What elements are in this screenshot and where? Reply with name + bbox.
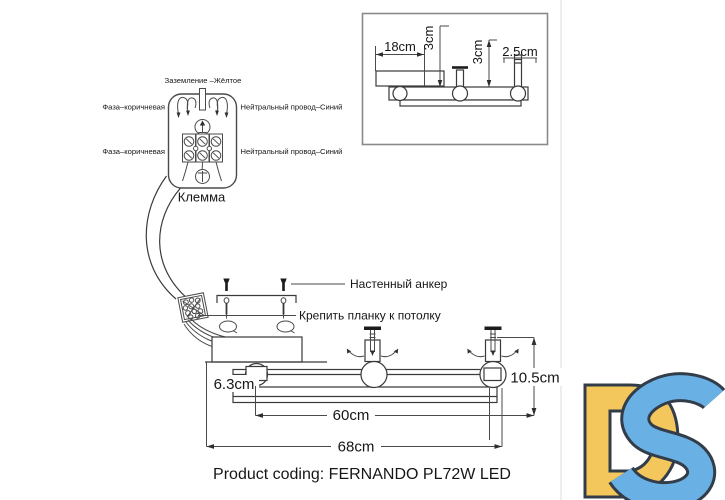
- detail-inset-box: 18cm 3cm 3cm 2.5cm: [361, 12, 549, 146]
- detail-side-view-drawing: [375, 54, 529, 107]
- phase-wire-label-bottom: Фаза–коричневая: [102, 147, 165, 156]
- mounting-screw-icon: [280, 297, 287, 319]
- supply-cable: [145, 175, 189, 300]
- dim-label-3cm-right: 3cm: [470, 40, 485, 65]
- detail-lamp-sphere: [392, 85, 408, 102]
- product-coding-text: Product coding: FERNANDO PL72W LED: [213, 466, 511, 483]
- brand-logo: [583, 372, 725, 500]
- detail-box-border: [361, 12, 549, 146]
- neutral-wires-icon: [208, 96, 229, 118]
- fixture-canopy: [211, 336, 303, 363]
- dimension-18cm: 18cm: [375, 39, 425, 86]
- dimension-2point5cm: 2.5cm: [502, 44, 538, 63]
- dim-label-3cm-left: 3cm: [421, 26, 436, 51]
- dimension-68cm: 68cm: [206, 362, 503, 456]
- ceiling-mount-label: Крепить планку к потолку: [299, 309, 441, 323]
- dim-label-2point5cm: 2.5cm: [502, 44, 537, 59]
- neutral-wire-label-bottom: Нейтральный провод–Синий: [241, 147, 343, 156]
- lamp-sphere: [479, 360, 507, 389]
- keyhole-slot-icon: [219, 320, 238, 334]
- wall-anchor-label: Настенный анкер: [350, 277, 448, 291]
- dim-label-10point5cm: 10.5cm: [510, 370, 559, 387]
- mounting-strip-area: Настенный анкер Крепить планку к потолку: [198, 277, 448, 334]
- detail-lamp-sphere: [451, 85, 469, 102]
- junction-box: [177, 292, 209, 323]
- neutral-wire-label-top: Нейтральный провод–Синий: [241, 103, 343, 112]
- fixture-screw-assembly: [467, 326, 519, 363]
- fixture-screw-assembly: [346, 326, 399, 363]
- mounting-bracket: [216, 294, 297, 303]
- junction-box-hatch: [182, 297, 204, 320]
- detail-middle-rod: [455, 69, 465, 88]
- dim-label-60cm: 60cm: [333, 407, 370, 424]
- fixture-dimensions: 6.3cm 10.5cm 60cm 68: [206, 337, 562, 456]
- keyhole-slot-icon: [276, 320, 295, 334]
- terminal-screws-grid: [182, 133, 223, 163]
- logo-letter-s: [610, 375, 723, 500]
- dimension-3cm-left: 3cm: [421, 25, 449, 87]
- lamp-sphere: [360, 360, 388, 389]
- phase-wires-icon: [176, 96, 197, 118]
- detail-lamp-sphere: [509, 85, 527, 102]
- dim-label-18cm: 18cm: [384, 39, 416, 54]
- logo-letter-d: [585, 385, 678, 497]
- dim-label-6point3cm: 6.3cm: [214, 376, 255, 393]
- wall-anchor-icon: [280, 278, 287, 291]
- bottom-screw-icon: [195, 169, 210, 184]
- wall-anchor-icon: [223, 278, 230, 291]
- ground-wire-icon: [199, 88, 206, 111]
- mounting-screw-icon: [223, 297, 230, 319]
- fixture-front-view: [205, 326, 519, 404]
- ground-wire-label: Заземление –Жёлтое: [165, 76, 242, 85]
- dimension-3cm-right: 3cm: [470, 39, 497, 87]
- terminal-block-diagram: Заземление –Жёлтое Фаза–коричневая Фаза–…: [102, 76, 342, 205]
- dimension-10point5cm: 10.5cm: [497, 337, 562, 416]
- ground-screw-icon: [194, 119, 211, 135]
- dimension-60cm: 60cm: [255, 386, 534, 424]
- terminal-block-title: Клемма: [178, 190, 226, 205]
- phase-wire-label-top: Фаза–коричневая: [102, 103, 165, 112]
- dim-label-68cm: 68cm: [338, 439, 375, 456]
